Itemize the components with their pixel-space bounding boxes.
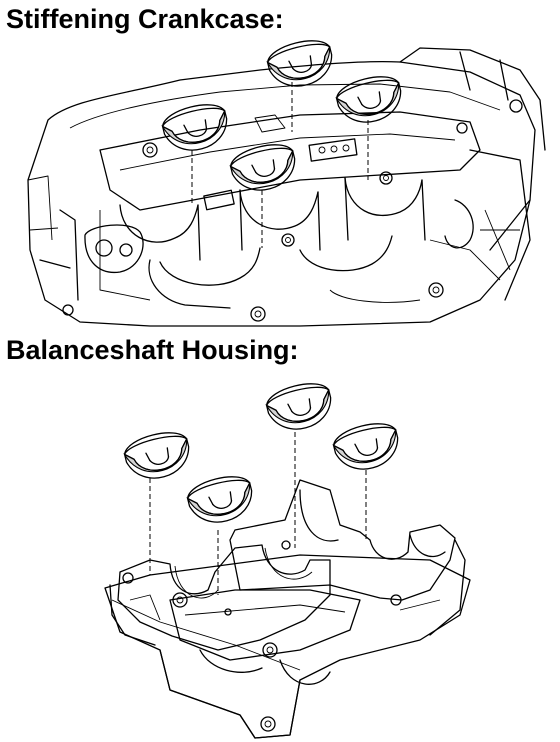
crankcase-body [27,47,546,327]
bearing-shell-icon [330,417,404,477]
bearing-shell-icon [159,98,233,158]
balanceshaft-housing-title: Balanceshaft Housing: [6,335,299,365]
balanceshaft-housing-diagram [104,377,471,739]
bottom-guide-lines [149,432,367,595]
stiffening-crankcase-diagram [27,40,546,327]
top-guide-lines [191,82,369,248]
stiffening-crankcase-title: Stiffening Crankcase: [6,4,284,34]
bearing-shell-icon [333,70,407,130]
bearing-shell-icon [121,426,195,486]
bearing-shell-icon [184,470,258,530]
housing-body [104,479,471,739]
bearing-shell-icon [263,377,337,437]
